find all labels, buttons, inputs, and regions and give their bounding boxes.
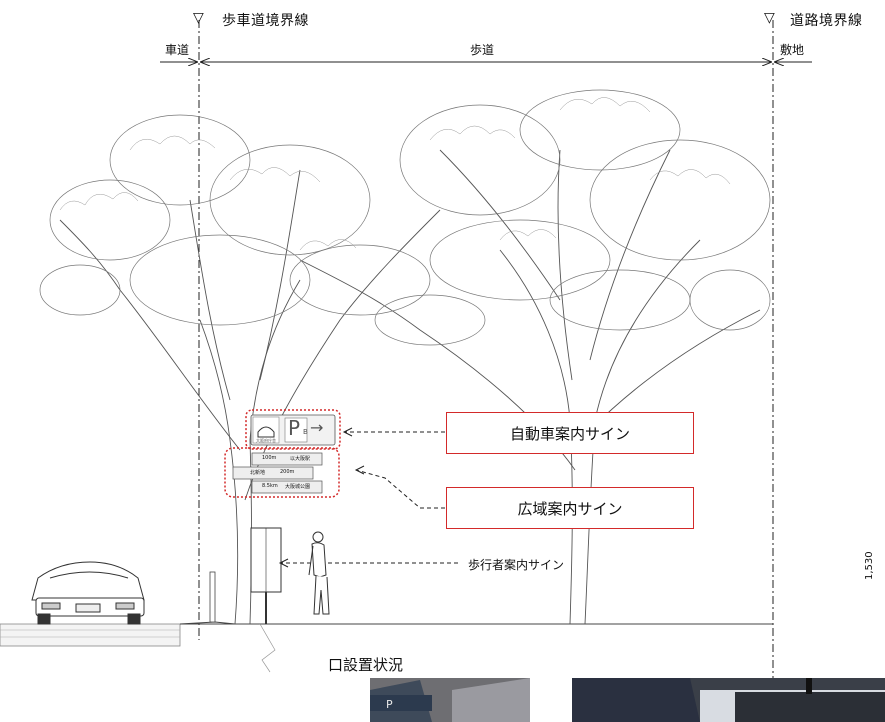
curb-marker-triangle: ▽	[193, 10, 205, 26]
photo-left	[370, 678, 530, 722]
vehicle-sign-callout-text: 自動車案内サイン	[509, 424, 630, 443]
street-trees	[39, 89, 771, 625]
vehicle-sign-callout: 自動車案内サイン	[446, 412, 694, 454]
wide-area-sign-callout-text: 広域案内サイン	[517, 499, 623, 518]
pointer-lines	[280, 431, 458, 564]
signpost	[250, 527, 282, 624]
road-marker-triangle: ▽	[764, 10, 776, 26]
wide-sign-row3-left: 8.5km	[262, 483, 278, 489]
roadway-label: 車道	[165, 43, 190, 57]
photo-sign-p: P	[386, 698, 393, 711]
vehicle-sign-caption: 大阪府庁舎	[256, 438, 276, 443]
site-label: 敷地	[780, 43, 805, 57]
road-boundary-label: 道路境界線	[790, 13, 863, 29]
wide-sign-row1-left: 100m	[262, 455, 277, 461]
vehicle-sign-sub: B	[303, 428, 308, 436]
photo-right	[572, 678, 885, 722]
vehicle-sign-p: P	[288, 416, 301, 440]
sidewalk-label: 歩道	[470, 43, 495, 57]
wide-sign-row2-left: 北新地	[250, 470, 266, 476]
curb-boundary-label: 歩車道境界線	[222, 13, 309, 29]
height-dimension-label: 1,530	[864, 551, 875, 580]
pedestrian-figure	[308, 531, 330, 615]
wide-sign-row2-right: 200m	[280, 469, 295, 475]
wide-area-sign-highlight	[224, 447, 340, 498]
pointer-arrowheads	[278, 427, 365, 568]
bollard	[209, 571, 216, 623]
section-title: 口設置状況	[328, 656, 404, 674]
pedestrian-sign-label: 歩行者案内サイン	[468, 558, 565, 572]
wide-sign-row1-right: 以大阪駅	[290, 456, 311, 462]
ground	[0, 621, 773, 673]
wide-area-sign-board	[232, 452, 323, 494]
car-illustration	[31, 561, 145, 625]
wide-area-sign-callout: 広域案内サイン	[446, 487, 694, 529]
vehicle-sign-board	[250, 414, 336, 446]
vehicle-sign-highlight	[245, 409, 341, 450]
vehicle-sign-arrow: →	[310, 418, 324, 437]
wide-sign-row3-right: 大阪城公園	[285, 484, 311, 490]
